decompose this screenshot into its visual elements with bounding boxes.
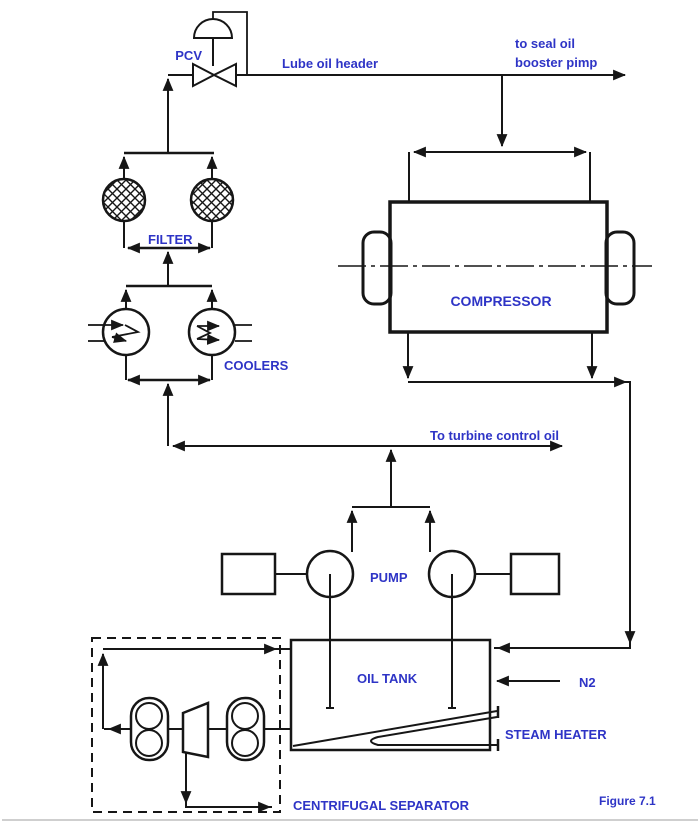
separator-bowl-icon [181, 701, 210, 759]
lube-oil-header-label: Lube oil header [282, 56, 378, 71]
lube-oil-header-line [162, 69, 627, 153]
turbine-control-oil-label: To turbine control oil [430, 428, 559, 443]
filter-label: FILTER [148, 232, 193, 247]
valve-right-wedge-icon [211, 62, 237, 88]
separator-boundary-box [91, 637, 281, 813]
gear-circle [231, 729, 259, 757]
separator-drain-line [185, 753, 272, 808]
steam-heater-coil-icon [292, 706, 500, 751]
pump-left-motor [220, 552, 277, 596]
pump-set [220, 506, 561, 709]
pcv-label: PCV [175, 48, 202, 63]
oil-tank-label: OIL TANK [357, 671, 418, 686]
compressor-body [388, 200, 609, 334]
gear-circle [231, 702, 259, 730]
n2-label: N2 [579, 675, 596, 690]
figure-caption: Figure 7.1 [599, 794, 656, 808]
filter-left-icon [101, 177, 147, 223]
centrifugal-separator [91, 637, 290, 813]
cooler-bank [88, 284, 252, 446]
compressor [338, 146, 652, 654]
compressor-right-bearing-icon [604, 230, 636, 306]
oil-return-line [408, 381, 631, 649]
oil-tank-shell [289, 638, 492, 752]
valve-left-wedge-icon [192, 62, 217, 88]
coolers-label: COOLERS [224, 358, 289, 373]
turbine-control-oil-line [171, 440, 564, 507]
compressor-left-bearing-icon [361, 230, 393, 306]
pcv-feedback-line [212, 11, 248, 74]
steam-heater-label: STEAM HEATER [505, 727, 607, 742]
compressor-label: COMPRESSOR [450, 293, 551, 309]
cooler-right-coil-icon [196, 320, 252, 345]
gear-circle [135, 729, 163, 757]
filter-right-icon [189, 177, 235, 223]
cooler-left-coil-icon [88, 319, 141, 343]
oil-tank [289, 638, 560, 752]
filter-bank [101, 151, 235, 286]
pcv-valve [192, 11, 248, 88]
cooler-left-icon [101, 307, 151, 357]
centrifugal-separator-label: CENTRIFUGAL SEPARATOR [293, 798, 470, 813]
pump-right-motor [509, 552, 561, 596]
gear-circle [135, 702, 163, 730]
seal-oil-dest-label-line1: to seal oil [515, 36, 575, 51]
pump-label: PUMP [370, 570, 408, 585]
pcv-actuator-dome-icon [192, 18, 234, 39]
cooler-right-icon [187, 307, 237, 357]
seal-oil-dest-label-line2: booster pimp [515, 55, 597, 70]
